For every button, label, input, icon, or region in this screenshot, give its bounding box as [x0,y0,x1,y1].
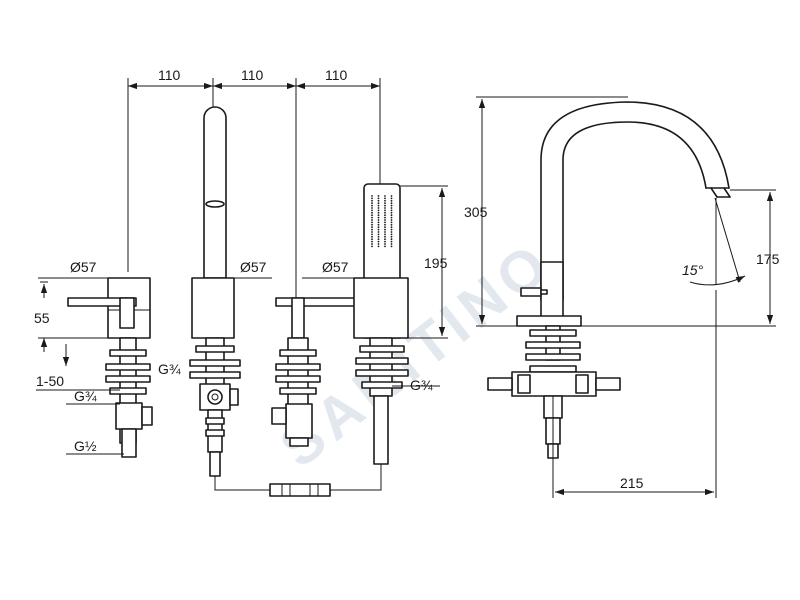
dim-thread-handshower: G¾ [410,377,433,393]
dim-thread-left-upper: G¾ [74,388,97,404]
dim-height-175: 175 [756,251,780,267]
hand-shower-dimension-lines [302,185,448,387]
dim-thread-spout: G¾ [158,361,181,377]
dim-height-305: 305 [464,204,488,220]
dim-diameter-right: Ø57 [322,259,349,275]
dim-diameter-middle: Ø57 [240,259,267,275]
right-valve [271,297,357,447]
dim-range-1-50: 1-50 [36,373,64,389]
spout-dimension-lines [196,277,272,373]
dim-diameter-left: Ø57 [70,259,97,275]
dim-reach-215: 215 [620,475,644,491]
connecting-hose [214,464,382,497]
spout [189,106,241,477]
dim-height-55: 55 [34,310,50,326]
dim-spacing-2: 110 [241,67,264,83]
side-dimension-lines [476,96,776,498]
dim-spacing-3: 110 [325,67,348,83]
dim-thread-left-lower: G½ [74,438,97,454]
left-dimension-lines: Ø57 [36,259,148,455]
dim-angle-15: 15° [682,262,704,278]
dim-height-195: 195 [424,255,448,271]
hand-shower [353,183,409,465]
hand-shower-nozzles [371,195,393,248]
dim-spacing-1: 110 [158,67,181,83]
side-view-spout [487,101,746,459]
spacing-dimension-lines [127,78,381,300]
left-valve [67,277,153,458]
